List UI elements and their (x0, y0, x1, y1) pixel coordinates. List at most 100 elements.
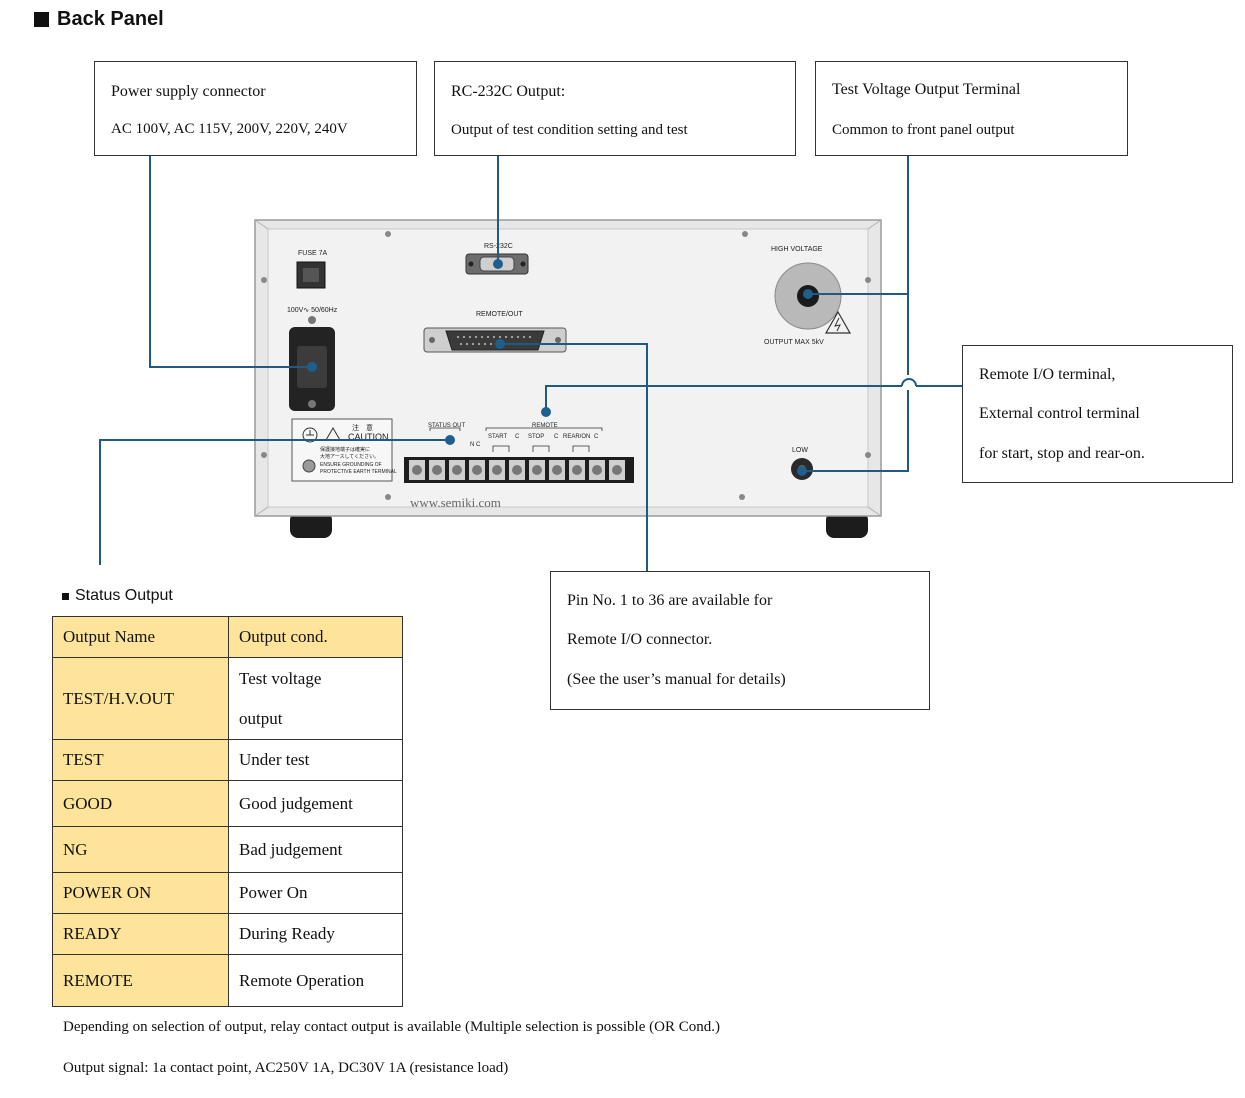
caution-line1: 保護接地端子は確実に (320, 446, 370, 453)
hv-warning-icon (824, 310, 852, 334)
page-title: Back Panel (57, 8, 164, 30)
pins-callout: Pin No. 1 to 36 are available for Remote… (550, 571, 930, 710)
output-name-cell: REMOTE (52, 954, 229, 1007)
page-heading: Back Panel (34, 8, 164, 31)
table-row: TEST/H.V.OUT Test voltage output (52, 657, 403, 740)
output-cond-cell: Remote Operation (228, 954, 403, 1007)
fuse-cap (303, 268, 319, 282)
rating-label: 100V∿ 50/60Hz (287, 307, 338, 314)
rs232-callout-title: RC-232C Output: (451, 83, 566, 100)
screw-icon (739, 494, 745, 500)
leader-lines (99, 156, 962, 571)
hv-low-leader-bottom (802, 390, 909, 472)
caution-line4: PROTECTIVE EARTH TERMINAL (320, 469, 397, 475)
start-label: START (488, 434, 507, 440)
test-voltage-callout: Test Voltage Output Terminal Common to f… (815, 61, 1128, 156)
c-label: C (515, 434, 520, 440)
table-row: GOOD Good judgement (52, 780, 403, 827)
output-name-cell: POWER ON (52, 872, 229, 914)
remote-label: REMOTE (532, 423, 558, 429)
table-row: POWER ON Power On (52, 872, 403, 914)
status-leader (99, 439, 450, 565)
remote-out-label: REMOTE/OUT (476, 311, 523, 318)
table-header-row: Output Name Output cond. (52, 616, 403, 658)
power-leader (149, 156, 312, 368)
low-dot (797, 466, 807, 476)
pins-callout-line2: Remote I/O connector. (567, 631, 713, 648)
screw-icon (865, 277, 871, 283)
rs232-callout: RC-232C Output: Output of test condition… (434, 61, 796, 156)
remote-io-callout: Remote I/O terminal, External control te… (962, 345, 1233, 483)
power-callout-detail: AC 100V, AC 115V, 200V, 220V, 240V (111, 121, 348, 137)
heading-square-icon (34, 12, 49, 27)
remote-io-callout-line2: External control terminal (979, 405, 1140, 422)
output-name-cell: TEST/H.V.OUT (52, 657, 229, 740)
hv-dot (803, 289, 813, 299)
output-max-label: OUTPUT MAX 5kV (764, 339, 824, 346)
output-name-cell: NG (52, 826, 229, 873)
output-cond-line2: output (239, 708, 283, 728)
output-name-cell: GOOD (52, 780, 229, 827)
pins-callout-line3: (See the user’s manual for details) (567, 671, 786, 688)
remote-dot (541, 407, 551, 417)
caution-jp-text: 注 意 (352, 423, 373, 432)
bullet-square-icon (62, 592, 69, 600)
stop-label: STOP (528, 434, 544, 440)
screw-icon (385, 494, 391, 500)
status-out-dot (445, 435, 455, 445)
pins-callout-line1: Pin No. 1 to 36 are available for (567, 592, 773, 609)
status-output-table: Output Name Output cond. TEST/H.V.OUT Te… (52, 616, 403, 1007)
rs232-dot (493, 259, 503, 269)
earth-terminal (302, 459, 316, 473)
caution-line3: ENSURE GROUNDING OF (320, 462, 382, 468)
remote-io-callout-line1: Remote I/O terminal, (979, 366, 1116, 383)
header-output-cond: Output cond. (228, 616, 403, 658)
power-callout-title: Power supply connector (111, 83, 266, 100)
output-cond-cell: Power On (228, 872, 403, 914)
remote-io-callout-line3: for start, stop and rear-on. (979, 445, 1145, 462)
terminal-screws (409, 460, 625, 480)
output-cond-cell: Bad judgement (228, 826, 403, 873)
remote-leader-left (545, 385, 902, 412)
caution-text: CAUTION (348, 432, 389, 442)
c-label: C (594, 434, 599, 440)
status-out-label: STATUS OUT (428, 423, 465, 429)
output-cond-cell: Good judgement (228, 780, 403, 827)
power-dot (307, 362, 317, 372)
table-row: NG Bad judgement (52, 826, 403, 873)
screw-icon (261, 277, 267, 283)
screw-icon (742, 231, 748, 237)
leader-dots (307, 259, 813, 476)
right-foot (826, 512, 868, 538)
nc-label: N C (470, 442, 481, 448)
output-cond-cell: During Ready (228, 913, 403, 955)
header-output-name: Output Name (52, 616, 229, 658)
screw-icon (865, 452, 871, 458)
status-output-title-text: Status Output (75, 587, 173, 604)
line-crossing-hop (901, 378, 917, 387)
table-row: TEST Under test (52, 739, 403, 781)
output-name-cell: TEST (52, 739, 229, 781)
power-callout: Power supply connector AC 100V, AC 115V,… (94, 61, 417, 156)
screw-icon (261, 452, 267, 458)
note-relay-output: Depending on selection of output, relay … (63, 1019, 720, 1035)
rear-on-label: REAR/ON (563, 434, 590, 440)
panel-screws (261, 231, 871, 500)
c-label: C (554, 434, 559, 440)
caution-line2: 大地アースしてください。 (320, 453, 379, 460)
high-voltage-label: HIGH VOLTAGE (771, 246, 823, 253)
output-cond-line1: Test voltage (239, 668, 322, 688)
website-text: www.semiki.com (410, 495, 501, 510)
status-output-title: Status Output (62, 587, 173, 605)
output-cond-cell: Test voltage output (228, 657, 403, 740)
test-voltage-callout-detail: Common to front panel output (832, 122, 1015, 138)
table-row: READY During Ready (52, 913, 403, 955)
output-name-cell: READY (52, 913, 229, 955)
pins-leader (500, 343, 648, 571)
output-cond-cell: Under test (228, 739, 403, 781)
note-output-signal: Output signal: 1a contact point, AC250V … (63, 1060, 509, 1076)
rs232-callout-detail: Output of test condition setting and tes… (451, 122, 688, 138)
low-label: LOW (792, 447, 808, 454)
test-voltage-callout-title: Test Voltage Output Terminal (832, 81, 1021, 98)
